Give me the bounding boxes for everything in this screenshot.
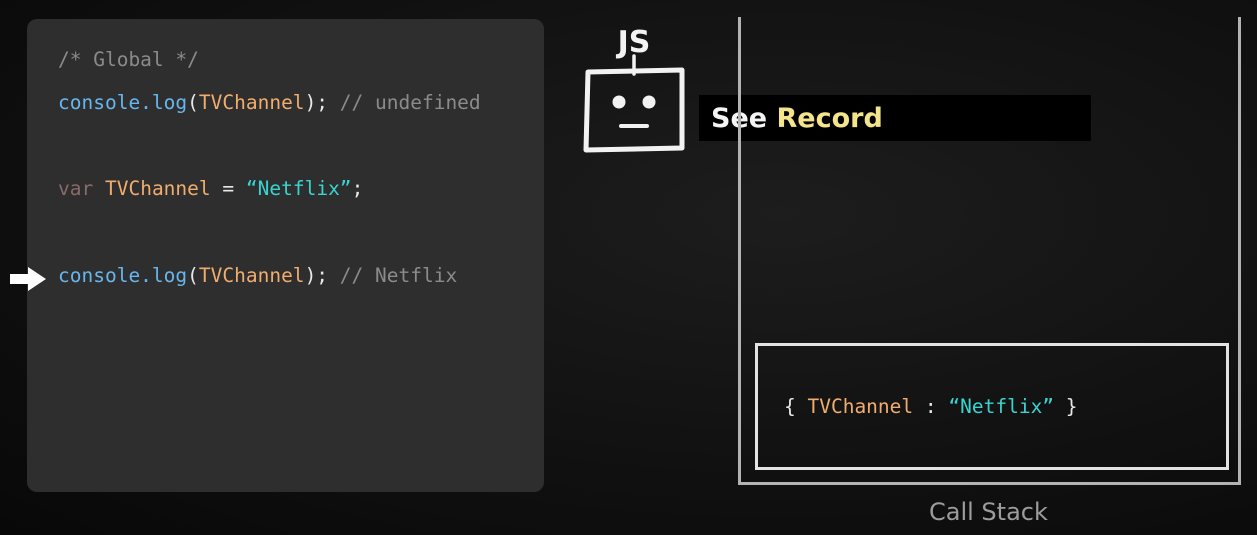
code-paren-open: ( (187, 264, 199, 287)
code-semicolon: ; (351, 177, 364, 200)
code-string: “Netflix” (245, 177, 352, 200)
code-paren-close: ); (304, 91, 329, 114)
code-fn: console.log (58, 91, 188, 114)
code-keyword: var (58, 177, 94, 200)
code-line-var-declaration: var TVChannel = “Netflix”; (58, 179, 363, 199)
frame-brace-close: } (1054, 395, 1078, 418)
arrow-right-icon (10, 267, 46, 291)
js-robot-icon: JS (578, 22, 690, 156)
code-comment: // undefined (328, 91, 481, 114)
code-fn: console.log (58, 264, 188, 287)
speech-bubble: See Record (699, 95, 1091, 141)
call-stack-container (738, 17, 1241, 485)
frame-value: “Netflix” (948, 395, 1055, 418)
code-line-log-undefined: console.log(TVChannel); // undefined (58, 93, 481, 113)
js-label: JS (616, 25, 651, 60)
code-var-name: TVChannel (104, 177, 211, 200)
speech-highlight: Record (776, 103, 883, 134)
frame-brace-open: { (784, 395, 808, 418)
global-execution-frame: { TVChannel : “Netflix” } (755, 343, 1229, 470)
code-arg: TVChannel (198, 91, 305, 114)
frame-colon: : (913, 395, 949, 418)
call-stack-label: Call Stack (929, 498, 1048, 526)
frame-record: { TVChannel : “Netflix” } (784, 397, 1078, 417)
code-comment: // Netflix (328, 264, 458, 287)
robot-drawing: JS (583, 25, 685, 153)
code-equals: = (210, 177, 246, 200)
code-arg: TVChannel (198, 264, 305, 287)
code-paren-close: ); (304, 264, 329, 287)
code-line-log-netflix: console.log(TVChannel); // Netflix (58, 266, 457, 286)
frame-key: TVChannel (807, 395, 914, 418)
code-panel: /* Global */ console.log(TVChannel); // … (27, 19, 544, 492)
code-paren-open: ( (187, 91, 199, 114)
code-comment-global: /* Global */ (58, 48, 199, 71)
